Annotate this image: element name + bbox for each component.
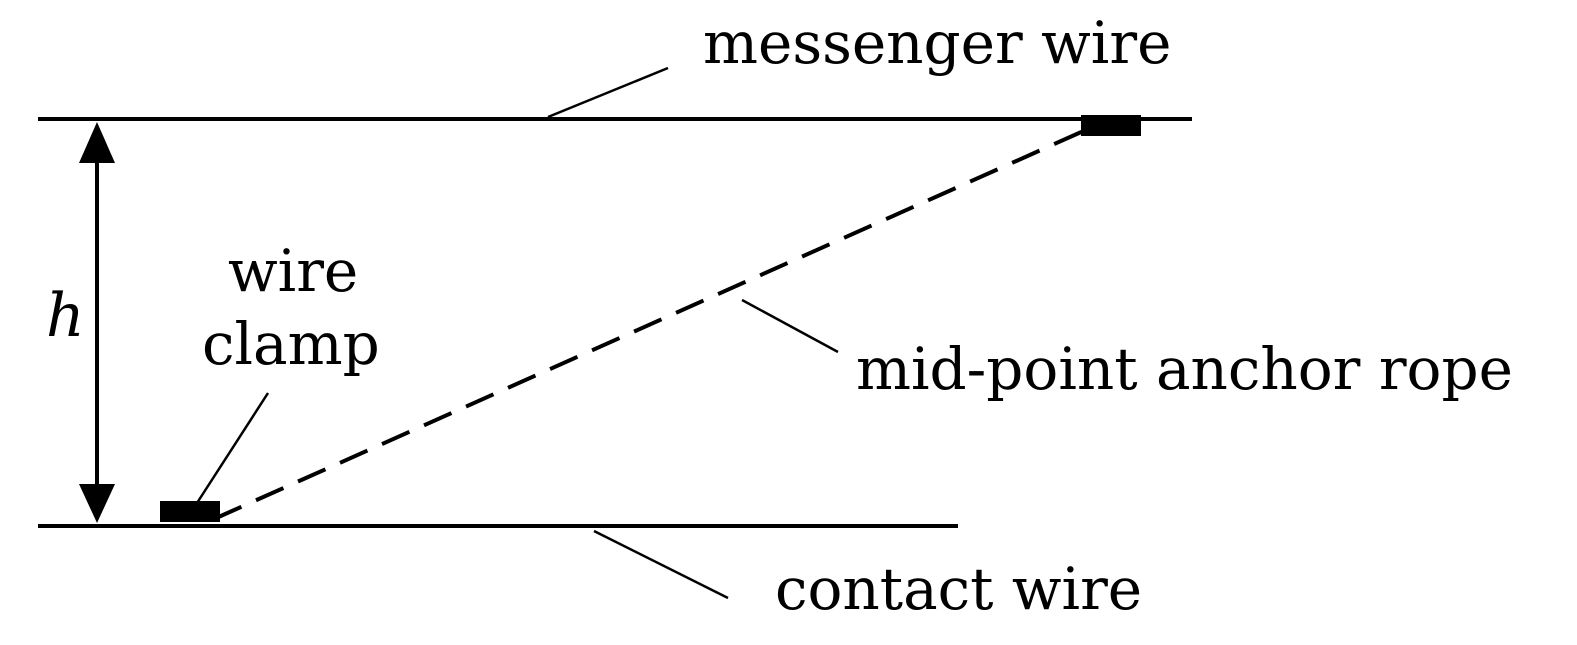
label-anchor-rope: mid-point anchor rope (856, 335, 1513, 403)
anchor-rope-line (213, 127, 1089, 521)
label-contact-wire: contact wire (775, 555, 1142, 623)
label-height: h (46, 281, 85, 351)
wire-clamp-bottom (160, 501, 220, 522)
leader-contact-wire (593, 529, 729, 600)
label-wire-clamp-line1: wire (228, 237, 358, 305)
wire-clamp-top (1081, 115, 1141, 136)
height-dimension-arrow (79, 122, 115, 523)
leader-wire-clamp (195, 392, 270, 504)
arrowhead-top (79, 122, 115, 163)
arrowhead-bottom (79, 484, 115, 523)
leader-messenger-wire (547, 66, 669, 119)
label-messenger-wire: messenger wire (703, 9, 1171, 77)
leader-anchor-rope (741, 298, 839, 354)
label-wire-clamp-line2: clamp (202, 310, 380, 378)
